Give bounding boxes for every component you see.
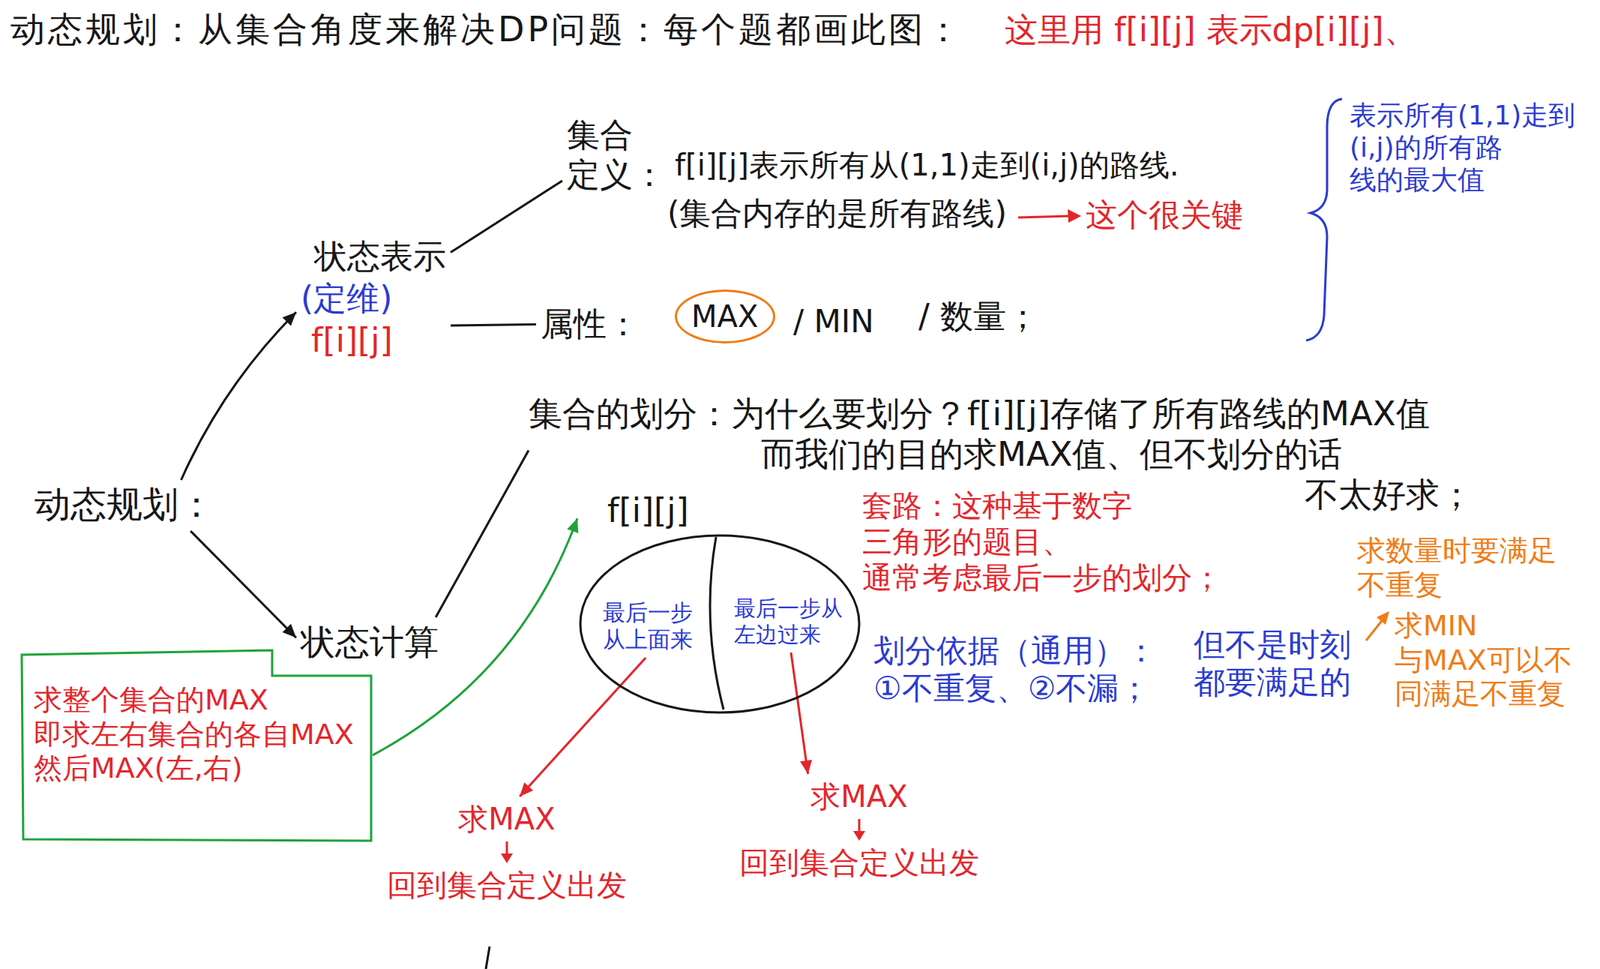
connector (519, 657, 646, 797)
topic-node: 状态表示(定维)f[i][j] (296, 232, 451, 366)
node-text: 求MAX (383, 800, 631, 837)
node-text: 最后一步从 左边过来 (734, 595, 847, 648)
curly-brace (1306, 98, 1343, 341)
node-text: (集合内存的是所有路线) (667, 194, 1007, 233)
stub-line (485, 946, 490, 969)
node-text: 回到集合定义出发 (735, 844, 983, 881)
node-text: MAX (691, 298, 759, 335)
small-arrow-line (858, 818, 861, 833)
connector (435, 450, 529, 618)
pointer-arrow (1366, 617, 1385, 641)
node-text: 求整个集合的MAX 即求左右集合的各自MAX 然后MAX(左,右) (33, 683, 360, 786)
note-label: 求数量时要满足 不重复 (1357, 533, 1583, 603)
node-text: 动态规划： (34, 482, 215, 527)
node-text: 状态计算 (300, 621, 439, 663)
connector (181, 311, 297, 480)
note-label: / MIN (793, 302, 875, 341)
result-node: 求MAX 回到集合定义出发 (378, 796, 636, 908)
root-topic: 动态规划： (29, 479, 219, 531)
arrowhead (500, 853, 513, 863)
partition-ellipse: f[i][j] 最后一步 从上面来最后一步从 左边过来 (577, 491, 863, 718)
small-arrow (497, 839, 516, 864)
node-text: 最后一步 从上面来 (602, 599, 698, 654)
ellipse-half: 最后一步 从上面来 (599, 596, 702, 658)
connector (450, 324, 537, 326)
arrowhead (282, 311, 297, 326)
attribute-node: 属性： (536, 299, 645, 349)
node-text: 回到集合定义出发 (383, 866, 631, 903)
divider-line (710, 536, 724, 710)
topic-node: 状态计算 (296, 617, 444, 669)
node-text: 集合 定义： (566, 115, 669, 195)
node-text: f[i][j]表示所有从(1,1)走到(i,j)的路线. (674, 146, 1179, 183)
ellipse-shape (580, 535, 860, 713)
result-node: 求MAX 回到集合定义出发 (731, 773, 988, 885)
note-label: 这个很关键 (1085, 196, 1244, 234)
arrowhead (1376, 611, 1390, 625)
arrowhead (800, 759, 812, 774)
node-text: 状态表示 (314, 236, 447, 277)
diagram-title: 动态规划：从集合角度来解决DP问题：每个题都画此图： (10, 8, 964, 51)
connector (791, 652, 809, 774)
small-arrow-line (506, 841, 509, 855)
circled-value: MAX (674, 289, 776, 344)
small-arrow (850, 817, 869, 842)
connector (190, 530, 297, 638)
arrowhead (853, 830, 866, 841)
arrowhead (519, 782, 534, 797)
box-border (21, 650, 372, 841)
ellipse-half: 最后一步从 左边过来 (731, 592, 851, 653)
pointer-arrow (1018, 215, 1071, 218)
note-label: 表示所有(1,1)走到 (i,j)的所有路 线的最大值 (1349, 98, 1583, 197)
arrowhead (1067, 209, 1082, 223)
computation-box: 求整个集合的MAX 即求左右集合的各自MAX 然后MAX(左,右) (20, 648, 373, 842)
note-label: 划分依据（通用）： ①不重复、②不漏； (873, 632, 1189, 708)
note-label: 但不是时刻 都要满足的 (1193, 626, 1367, 702)
note-label: 套路：这种基于数字 三角形的题目、 通常考虑最后一步的划分； (862, 487, 1238, 596)
note-label: 这里用 f[i][j] 表示dp[i][j]、 (1004, 10, 1418, 51)
note-label: 求MIN 与MAX可以不 同满足不重复 (1394, 608, 1583, 712)
node-text: 属性： (540, 304, 640, 345)
connector (450, 180, 563, 253)
arrowhead (282, 623, 297, 638)
note-label: / 数量； (918, 296, 1040, 337)
node-text: f[i][j] (311, 320, 393, 361)
node-text: (定维) (300, 278, 393, 319)
node-text: 求MAX (735, 778, 983, 815)
node-text: f[i][j] (607, 491, 690, 531)
arrowhead (566, 518, 579, 534)
